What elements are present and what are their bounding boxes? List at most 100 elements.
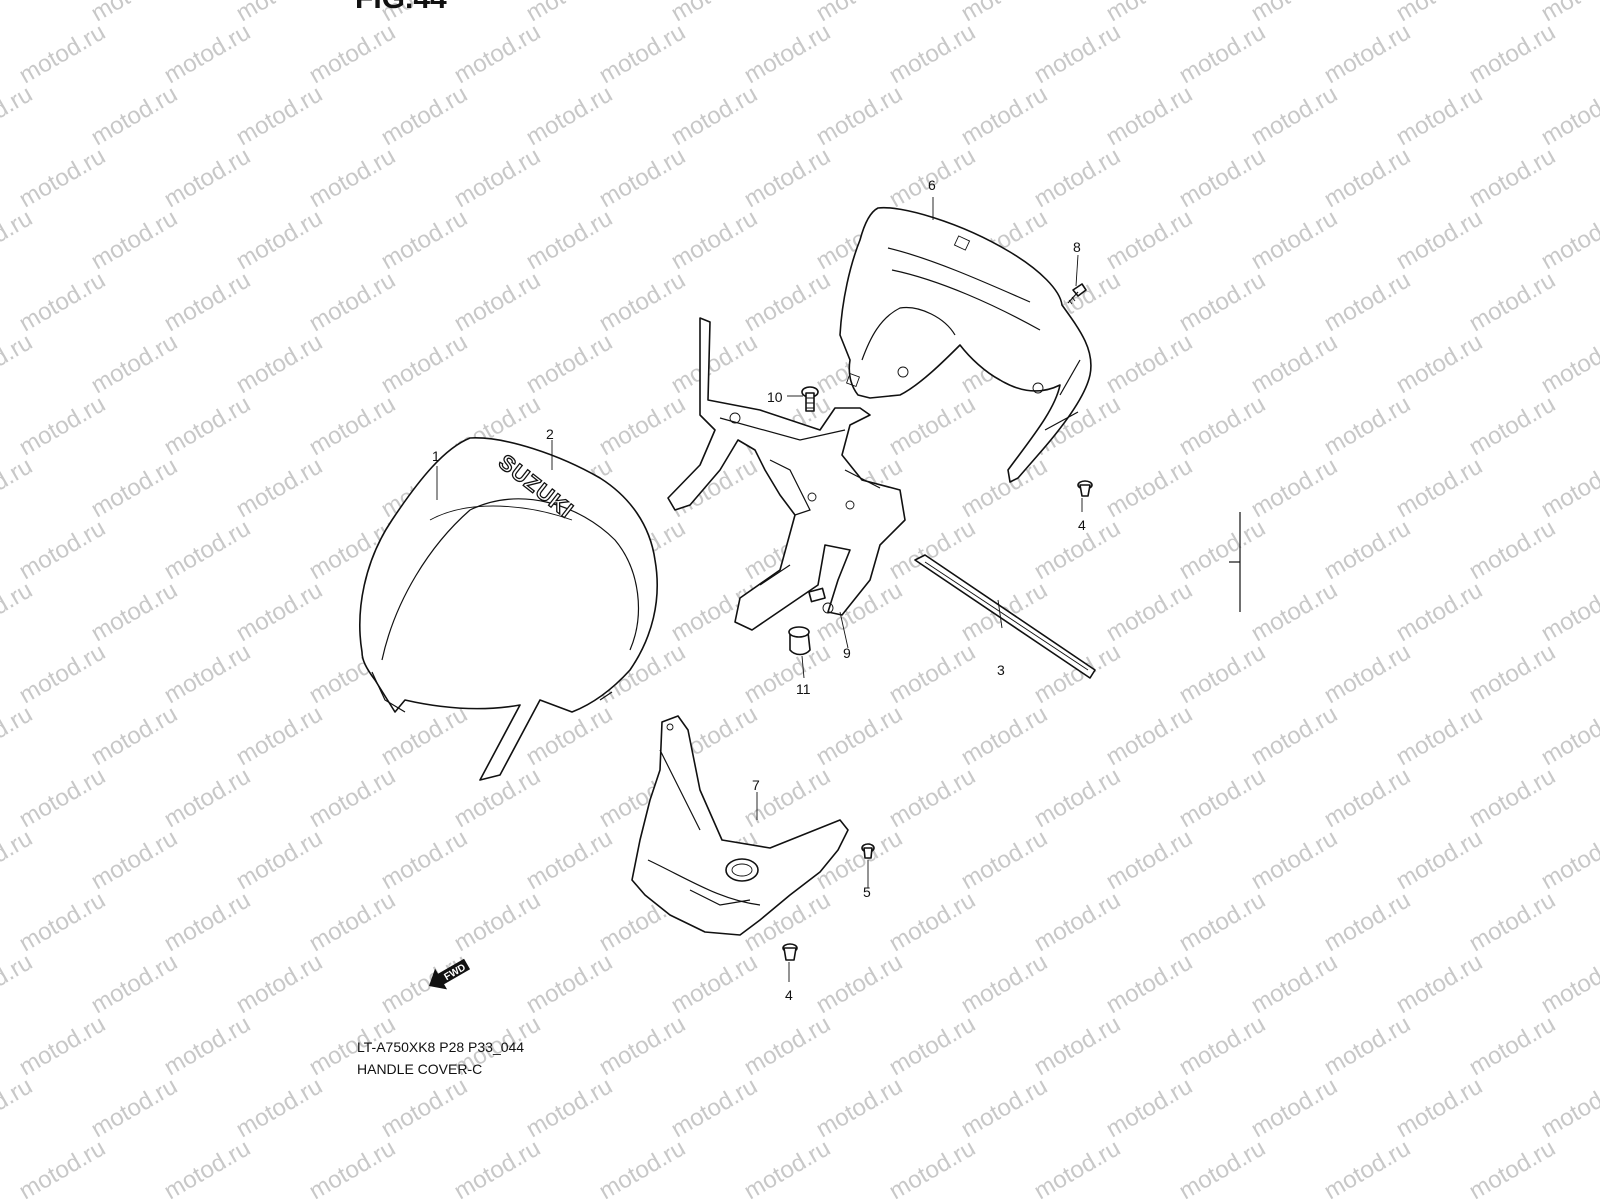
watermark-text: motod.ru xyxy=(87,576,183,647)
watermark-text: motod.ru xyxy=(1247,328,1343,399)
watermark-text: motod.ru xyxy=(1175,886,1271,957)
callout-3: 3 xyxy=(997,662,1005,678)
watermark-text: motod.ru xyxy=(450,142,546,213)
watermark-text: motod.ru xyxy=(1102,0,1198,27)
watermark-text: motod.ru xyxy=(1102,824,1198,895)
part-9-bracket xyxy=(667,317,906,631)
watermark-text: motod.ru xyxy=(1537,80,1600,151)
watermark-text: motod.ru xyxy=(812,1072,908,1143)
watermark-text: motod.ru xyxy=(87,824,183,895)
watermark-text: motod.ru xyxy=(1537,824,1600,895)
callout-10: 10 xyxy=(767,389,783,405)
callout-labels: 1 2 3 4 4 5 6 7 8 9 10 11 xyxy=(432,177,1086,1003)
watermark-text: motod.ru xyxy=(1247,576,1343,647)
watermark-text: motod.ru xyxy=(957,80,1053,151)
watermark-text: motod.ru xyxy=(885,18,981,89)
watermark-text: motod.ru xyxy=(232,80,328,151)
watermark-text: motod.ru xyxy=(957,824,1053,895)
watermark-text: motod.ru xyxy=(1465,18,1561,89)
watermark-text: motod.ru xyxy=(160,1010,256,1081)
part-7-lower-cover xyxy=(631,715,849,936)
watermark-text: motod.ru xyxy=(1247,1072,1343,1143)
watermark-text: motod.ru xyxy=(15,142,111,213)
watermark-text: motod.ru xyxy=(0,948,37,1019)
watermark-text: motod.ru xyxy=(160,514,256,585)
watermark-text: motod.ru xyxy=(1320,1134,1416,1200)
watermark-text: motod.ru xyxy=(1465,762,1561,833)
watermark-text: motod.ru xyxy=(1320,142,1416,213)
watermark-text: motod.ru xyxy=(957,0,1053,27)
figure-name: HANDLE COVER-C xyxy=(357,1061,483,1077)
watermark-text: motod.ru xyxy=(160,638,256,709)
watermark-text: motod.ru xyxy=(957,700,1053,771)
callout-4-upper: 4 xyxy=(1078,517,1086,533)
watermark-text: motod.ru xyxy=(812,700,908,771)
watermark-text: motod.ru xyxy=(885,390,981,461)
watermark-text: motod.ru xyxy=(1392,948,1488,1019)
watermark-text: motod.ru xyxy=(1102,1072,1198,1143)
figure-title: FIG.44 xyxy=(355,0,447,15)
figure-caption: LT-A750XK8 P28 P33_044 HANDLE COVER-C xyxy=(357,1036,524,1080)
watermark-text: motod.ru xyxy=(1320,638,1416,709)
watermark-text: motod.ru xyxy=(232,204,328,275)
watermark-text: motod.ru xyxy=(812,948,908,1019)
watermark-text: motod.ru xyxy=(1392,700,1488,771)
watermark-text: motod.ru xyxy=(1247,80,1343,151)
watermark-text: motod.ru xyxy=(232,452,328,523)
watermark-text: motod.ru xyxy=(1175,18,1271,89)
watermark-text: motod.ru xyxy=(1247,0,1343,27)
watermark-text: motod.ru xyxy=(160,142,256,213)
watermark-text: motod.ru xyxy=(812,80,908,151)
watermark-text: motod.ru xyxy=(377,948,473,1019)
watermark-text: motod.ru xyxy=(0,80,37,151)
watermark-text: motod.ru xyxy=(1175,142,1271,213)
watermark-text: motod.ru xyxy=(1537,452,1600,523)
watermark-text: motod.ru xyxy=(740,142,836,213)
watermark-text: motod.ru xyxy=(87,328,183,399)
watermark-text: motod.ru xyxy=(160,1134,256,1200)
watermark-text: motod.ru xyxy=(1537,204,1600,275)
callout-9: 9 xyxy=(843,645,851,661)
watermark-text: motod.ru xyxy=(1175,390,1271,461)
watermark-text: motod.ru xyxy=(1030,142,1126,213)
group-bracket-line xyxy=(1229,512,1241,612)
watermark-text: motod.ru xyxy=(522,824,618,895)
watermark-text: motod.ru xyxy=(305,886,401,957)
watermark-text: motod.ru xyxy=(450,886,546,957)
watermark-text: motod.ru xyxy=(1175,514,1271,585)
part-1-handle-cover xyxy=(359,437,658,781)
watermark-text: motod.ru xyxy=(1247,452,1343,523)
watermark-text: motod.ru xyxy=(305,1134,401,1200)
watermark-text: motod.ru xyxy=(160,886,256,957)
watermark-text: motod.ru xyxy=(0,1072,37,1143)
watermark-text: motod.ru xyxy=(1247,824,1343,895)
watermark-text: motod.ru xyxy=(305,142,401,213)
watermark-text: motod.ru xyxy=(232,700,328,771)
watermark-text: motod.ru xyxy=(595,18,691,89)
watermark-text: motod.ru xyxy=(595,266,691,337)
watermark-text: motod.ru xyxy=(1102,700,1198,771)
watermark-text: motod.ru xyxy=(160,762,256,833)
watermark-text: motod.ru xyxy=(595,1010,691,1081)
callout-1: 1 xyxy=(432,448,440,464)
watermark-text: motod.ru xyxy=(1102,576,1198,647)
watermark-text: motod.ru xyxy=(1030,18,1126,89)
watermark-text: motod.ru xyxy=(1030,638,1126,709)
watermark-text: motod.ru xyxy=(160,18,256,89)
watermark-text: motod.ru xyxy=(305,390,401,461)
watermark-text: motod.ru xyxy=(0,204,37,275)
part-6-rear-cover xyxy=(839,206,1092,483)
watermark-text: motod.ru xyxy=(0,576,37,647)
watermark-text: motod.ru xyxy=(1320,18,1416,89)
watermark-text: motod.ru xyxy=(15,638,111,709)
watermark-text: motod.ru xyxy=(15,886,111,957)
watermark-text: motod.ru xyxy=(1030,886,1126,957)
watermark-text: motod.ru xyxy=(0,700,37,771)
watermark-text: motod.ru xyxy=(522,0,618,27)
watermark-text: motod.ru xyxy=(957,1072,1053,1143)
watermark-text: motod.ru xyxy=(1030,1134,1126,1200)
watermark-text: motod.ru xyxy=(1320,266,1416,337)
watermark-text: motod.ru xyxy=(740,266,836,337)
watermark-text: motod.ru xyxy=(885,762,981,833)
watermark-text: motod.ru xyxy=(232,0,328,27)
